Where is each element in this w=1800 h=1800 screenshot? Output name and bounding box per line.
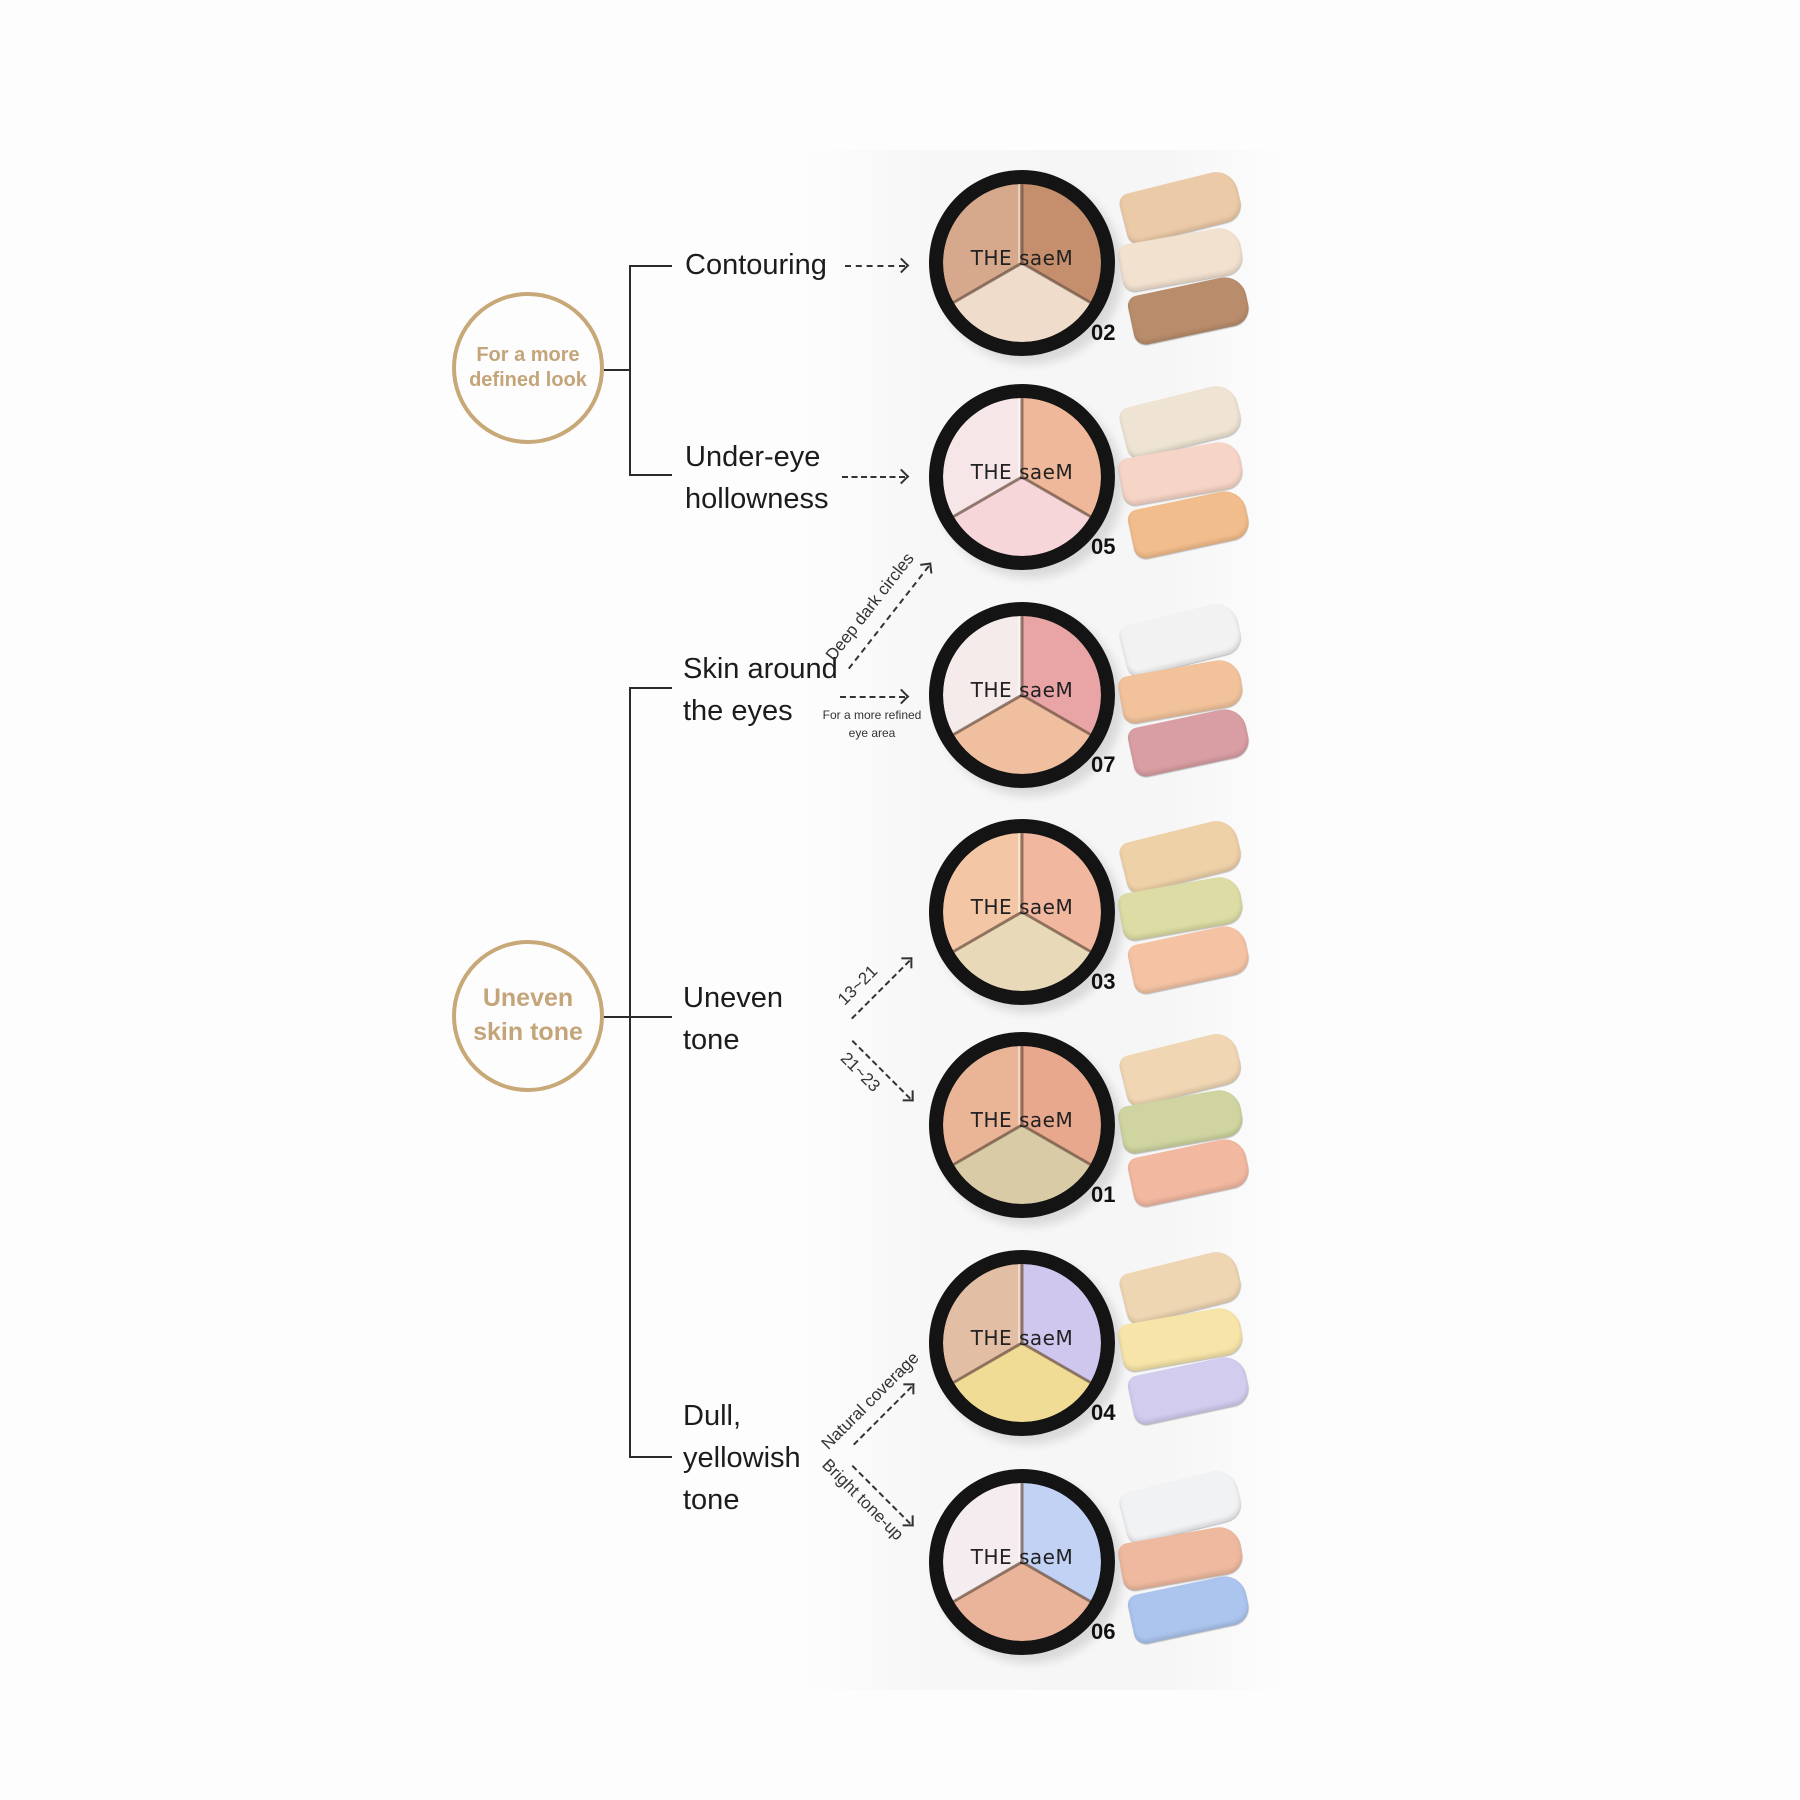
connector-line [604,1016,630,1018]
brand-logo: THE saeM [970,678,1074,702]
bracket-tick [629,1456,672,1458]
concern-line: tone [683,1484,740,1516]
shade-number: 04 [1091,1400,1116,1425]
palette-pan [943,1483,1101,1641]
concern-line: the eyes [683,695,793,727]
palette-02: THE saeM 02 [929,170,1115,356]
palette-05: THE saeM 05 [929,384,1115,570]
palette-01: THE saeM 01 [929,1032,1115,1218]
shade-number: 07 [1091,752,1116,777]
brand-logo: THE saeM [970,1545,1074,1569]
concern-line: tone [683,1024,740,1056]
concern-line: Dull, [683,1400,742,1432]
arrow-right-icon [842,476,905,478]
connector-line [604,369,630,371]
concern-contouring: Contouring [685,244,827,286]
bracket-vertical [629,265,631,476]
palette-07: THE saeM 07 [929,602,1115,788]
brand-logo: THE saeM [970,246,1074,270]
palette-03: THE saeM 03 [929,819,1115,1005]
brand-logo: THE saeM [970,895,1074,919]
refined-eye-area-note: For a more refined eye area [812,706,932,742]
palette-pan [943,1264,1101,1422]
palette-pan [943,184,1101,342]
brand-logo: THE saeM [970,1326,1074,1350]
shade-number: 06 [1091,1619,1116,1644]
bracket-vertical [629,687,631,1458]
palette-pan [943,398,1101,556]
palette-06: THE saeM 06 [929,1469,1115,1655]
brand-logo: THE saeM [970,460,1074,484]
concern-line: Contouring [685,249,827,281]
palette-pan [943,616,1101,774]
shade-number: 05 [1091,534,1116,559]
concern-line: hollowness [685,483,829,515]
concern-dull-yellowish-tone: Dull, yellowish tone [683,1395,801,1521]
note-line: For a more refined [822,708,922,722]
shade-number: 01 [1091,1182,1116,1207]
bracket-tick [629,474,672,476]
category-label-line: Uneven [482,984,574,1013]
concern-uneven-tone: Uneven tone [683,977,783,1061]
arrow-right-icon [845,265,905,267]
concern-line: Skin around [683,653,838,685]
palette-pan [943,1046,1101,1204]
brand-logo: THE saeM [970,1108,1074,1132]
concern-line: Uneven [683,982,783,1014]
category-label-line: For a more [476,344,580,366]
arrow-right-icon [840,696,905,698]
shade-number: 03 [1091,969,1116,994]
bracket-tick [629,1016,672,1018]
bracket-tick [629,265,672,267]
category-label-line: defined look [469,369,587,391]
concern-skin-around-eyes: Skin around the eyes [683,648,838,732]
category-defined-look: For a more defined look [452,292,604,444]
palette-pan [943,833,1101,991]
concern-under-eye-hollowness: Under-eye hollowness [685,436,828,520]
concern-line: yellowish [683,1442,801,1474]
shade-number: 02 [1091,320,1116,345]
category-uneven-skin-tone: Uneven skin tone [452,940,604,1092]
category-label-line: skin tone [473,1018,583,1046]
note-line: eye area [848,726,896,740]
concern-line: Under-eye [685,441,821,473]
bracket-tick [629,687,672,689]
palette-04: THE saeM 04 [929,1250,1115,1436]
